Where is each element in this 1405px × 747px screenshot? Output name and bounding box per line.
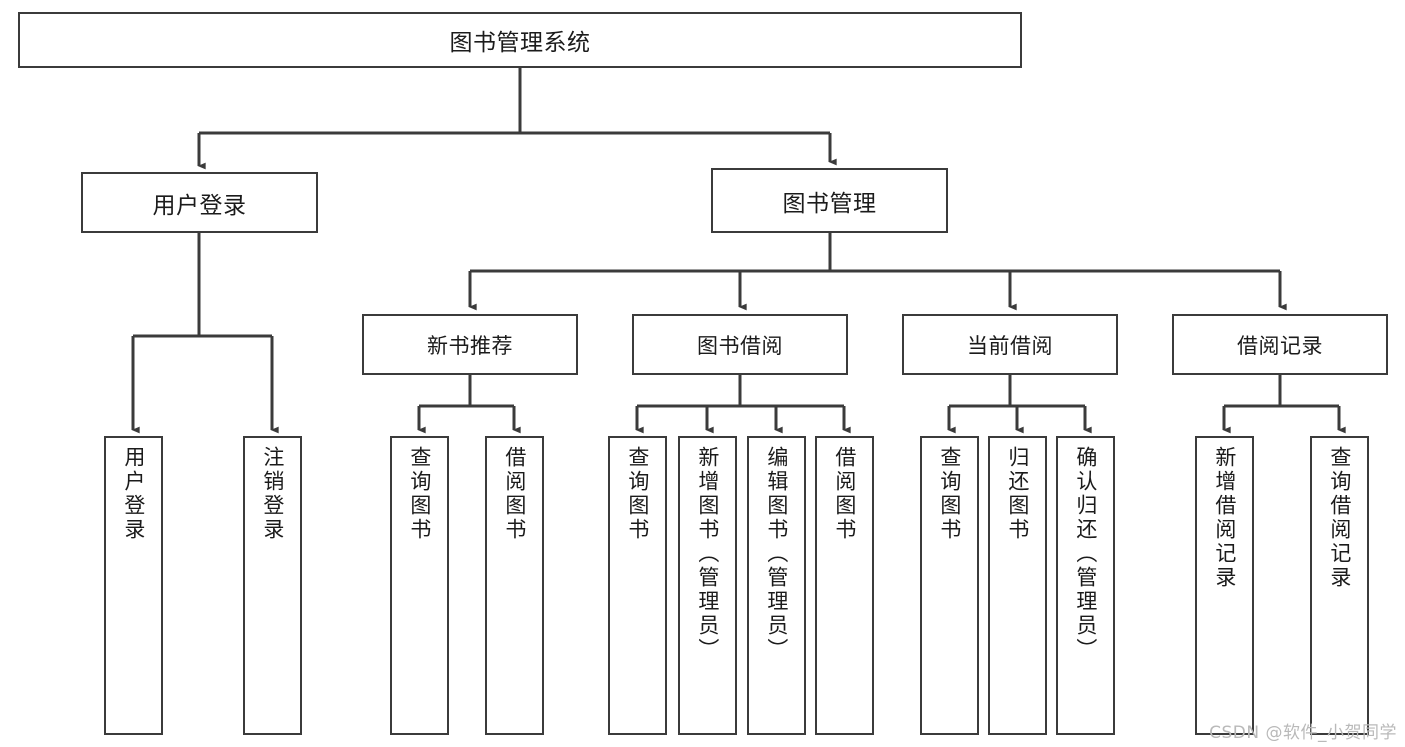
node-label: 编辑图书（管理员） xyxy=(764,446,789,662)
node-label: 查询图书 xyxy=(407,446,432,542)
node-borrowing-record[interactable]: 借阅记录 xyxy=(1172,314,1388,375)
node-label: 查询图书 xyxy=(625,446,650,542)
node-leaf-query-book-current[interactable]: 查询图书 xyxy=(920,436,979,735)
node-leaf-query-book-new[interactable]: 查询图书 xyxy=(390,436,449,735)
node-label: 注销登录 xyxy=(260,446,285,542)
node-label: 图书借阅 xyxy=(697,333,783,358)
node-label: 借阅图书 xyxy=(502,446,527,542)
node-label: 用户登录 xyxy=(121,446,146,542)
node-label: 新增图书（管理员） xyxy=(695,446,720,662)
node-book-management[interactable]: 图书管理 xyxy=(711,168,948,233)
node-leaf-add-book-admin[interactable]: 新增图书（管理员） xyxy=(678,436,737,735)
node-book-borrowing[interactable]: 图书借阅 xyxy=(632,314,848,375)
node-label: 确认归还（管理员） xyxy=(1073,446,1098,662)
node-current-borrowing[interactable]: 当前借阅 xyxy=(902,314,1118,375)
node-label: 用户登录 xyxy=(152,192,247,219)
node-leaf-edit-book-admin[interactable]: 编辑图书（管理员） xyxy=(747,436,806,735)
node-leaf-query-book-borrow[interactable]: 查询图书 xyxy=(608,436,667,735)
node-leaf-borrow-book-new[interactable]: 借阅图书 xyxy=(485,436,544,735)
node-label: 图书管理系统 xyxy=(449,30,591,56)
node-new-book-recommendation[interactable]: 新书推荐 xyxy=(362,314,578,375)
node-label: 新增借阅记录 xyxy=(1212,446,1237,590)
node-leaf-return-book[interactable]: 归还图书 xyxy=(988,436,1047,735)
watermark-csdn: CSDN @软件_小贺同学 xyxy=(1209,723,1397,743)
node-label: 查询图书 xyxy=(937,446,962,542)
node-label: 新书推荐 xyxy=(427,333,513,358)
node-user-login[interactable]: 用户登录 xyxy=(81,172,318,233)
node-label: 查询借阅记录 xyxy=(1327,446,1352,590)
node-root-book-management-system[interactable]: 图书管理系统 xyxy=(18,12,1022,68)
node-label: 当前借阅 xyxy=(967,333,1053,358)
node-label: 借阅记录 xyxy=(1237,333,1323,358)
node-label: 借阅图书 xyxy=(832,446,857,542)
node-leaf-borrow-book[interactable]: 借阅图书 xyxy=(815,436,874,735)
node-leaf-query-borrow-record[interactable]: 查询借阅记录 xyxy=(1310,436,1369,735)
node-label: 归还图书 xyxy=(1005,446,1030,542)
node-label: 图书管理 xyxy=(782,190,877,217)
node-leaf-add-borrow-record[interactable]: 新增借阅记录 xyxy=(1195,436,1254,735)
node-leaf-logout[interactable]: 注销登录 xyxy=(243,436,302,735)
node-leaf-user-login[interactable]: 用户登录 xyxy=(104,436,163,735)
node-leaf-confirm-return-admin[interactable]: 确认归还（管理员） xyxy=(1056,436,1115,735)
